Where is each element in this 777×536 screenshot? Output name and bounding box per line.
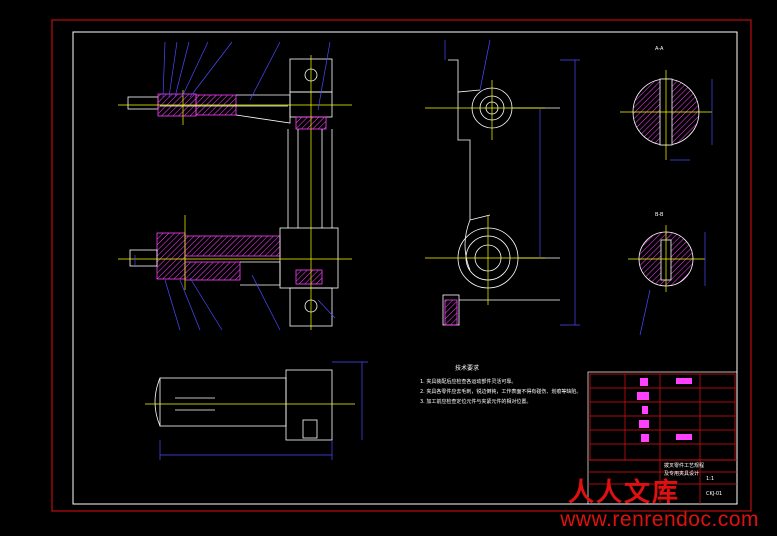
front-view xyxy=(127,58,339,327)
title-block-drawing-number: CKJ-01 xyxy=(706,491,723,497)
title-block-name-line1: 拨叉零件工艺规程 xyxy=(664,463,705,469)
technical-note-1: 1. 夹具装配后应检查各运动部件灵活可靠。 xyxy=(420,379,517,385)
outer-frame xyxy=(51,19,752,512)
side-view-centerlines xyxy=(425,80,545,305)
front-view-leaders xyxy=(134,41,336,331)
side-view-dimensions xyxy=(444,39,580,326)
title-block xyxy=(587,371,738,505)
side-view xyxy=(442,59,560,326)
lower-bushing-hatch xyxy=(156,232,186,280)
section-label-b-b: B-B xyxy=(655,212,664,218)
section-label-a-a: A-A xyxy=(655,46,664,52)
technical-note-2: 2. 夹具各零件应去毛刺，锐边倒钝，工作表面不得有碰伤、划痕等缺陷。 xyxy=(420,389,582,395)
technical-note-3: 3. 加工前应检查定位元件与夹紧元件的相对位置。 xyxy=(420,399,532,405)
section-a-a xyxy=(620,70,713,161)
bottom-view xyxy=(154,369,333,441)
front-view-centerlines xyxy=(118,55,352,330)
watermark-url[interactable]: www.renrendoc.com xyxy=(560,508,759,531)
section-b-b xyxy=(628,225,706,336)
bottom-view-dimensions xyxy=(159,361,368,460)
title-block-scale: 1:1 xyxy=(706,476,715,482)
inner-border xyxy=(72,31,738,505)
technical-notes-title: 技术要求 xyxy=(455,365,480,372)
title-block-name-line2: 及专用夹具设计 xyxy=(664,471,700,477)
renrendoc-logo: 人人文库 xyxy=(568,478,681,508)
